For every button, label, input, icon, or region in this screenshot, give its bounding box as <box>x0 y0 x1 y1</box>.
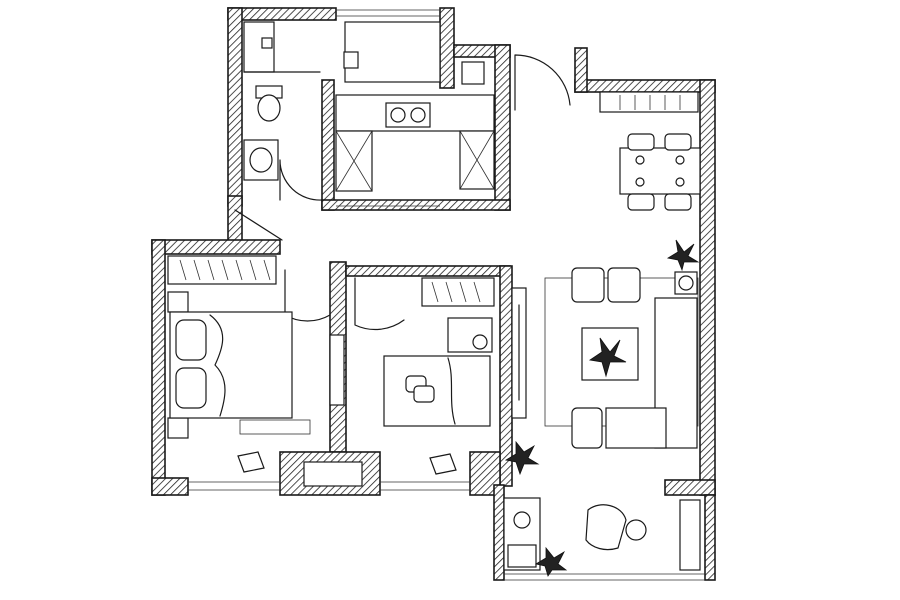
pillow <box>175 319 207 361</box>
lounge-chair <box>585 504 627 551</box>
window-seat <box>303 461 363 487</box>
sofa-chaise <box>605 407 667 449</box>
nightstand <box>167 291 189 313</box>
armchair <box>571 267 605 303</box>
living-room <box>504 239 700 476</box>
dining-table <box>619 147 701 195</box>
bed <box>383 355 491 427</box>
plant-icon <box>666 239 700 272</box>
second-bedroom <box>303 277 495 487</box>
plant-icon <box>534 546 568 577</box>
dining-area <box>599 91 701 211</box>
plant-icon <box>504 440 540 476</box>
sideboard <box>599 91 699 113</box>
desk <box>329 334 345 406</box>
toilet-icon <box>257 94 281 122</box>
nightstand <box>167 417 189 439</box>
master-bedroom <box>167 255 345 473</box>
bench <box>239 419 311 435</box>
armchair <box>607 267 641 303</box>
windows <box>188 9 705 581</box>
balcony <box>503 497 701 577</box>
kitchen <box>335 21 495 192</box>
wardrobe <box>421 277 495 307</box>
bathroom <box>243 21 321 181</box>
side-table <box>625 519 647 541</box>
pillow <box>175 367 207 409</box>
storage-cabinet <box>344 21 441 83</box>
